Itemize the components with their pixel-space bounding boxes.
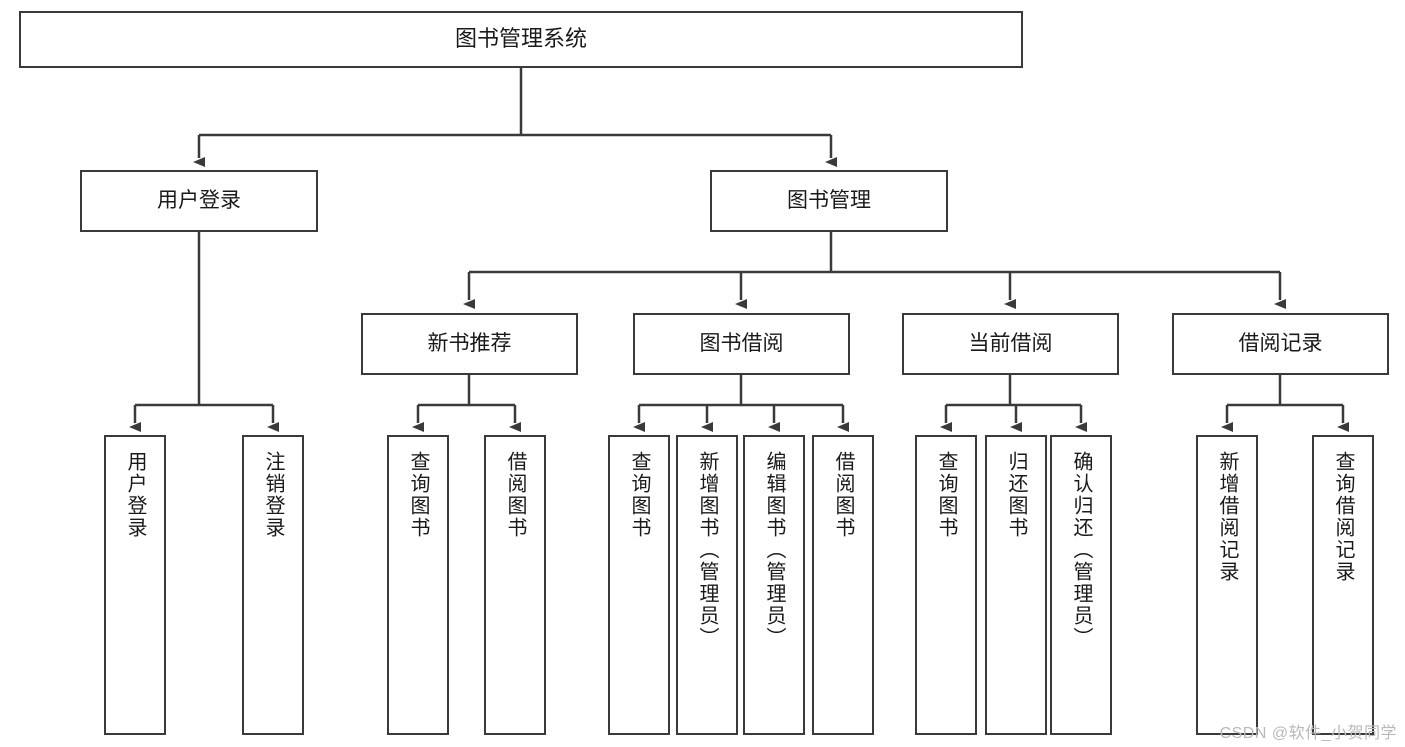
- leaf-cb-return-book-label: 归还图书: [1005, 451, 1027, 539]
- leaf-cb-confirm-return[interactable]: 确认归还（管理员）: [1050, 435, 1112, 735]
- node-book-management[interactable]: 图书管理: [710, 170, 948, 232]
- csdn-watermark: CSDN @软件_小贺同学: [1219, 725, 1397, 742]
- node-book-borrow[interactable]: 图书借阅: [633, 313, 850, 375]
- leaf-nb-query-book-label: 查询图书: [407, 451, 429, 539]
- leaf-bb-borrow-book[interactable]: 借阅图书: [812, 435, 874, 735]
- node-root[interactable]: 图书管理系统: [19, 11, 1023, 68]
- node-user-login[interactable]: 用户登录: [80, 170, 318, 232]
- leaf-user-login-label: 用户登录: [124, 451, 146, 539]
- node-book-borrow-label: 图书借阅: [699, 332, 784, 356]
- leaf-bb-add-book[interactable]: 新增图书（管理员）: [676, 435, 738, 735]
- leaf-nb-borrow-book-label: 借阅图书: [504, 451, 526, 539]
- leaf-logout-label: 注销登录: [262, 451, 284, 539]
- leaf-cb-query-book[interactable]: 查询图书: [915, 435, 977, 735]
- node-root-label: 图书管理系统: [454, 26, 587, 52]
- leaf-bb-query-book-label: 查询图书: [628, 451, 650, 539]
- leaf-bb-query-book[interactable]: 查询图书: [608, 435, 670, 735]
- node-current-borrow-label: 当前借阅: [968, 332, 1053, 356]
- node-borrow-record-label: 借阅记录: [1238, 332, 1323, 356]
- leaf-bb-borrow-book-label: 借阅图书: [832, 451, 854, 539]
- leaf-nb-borrow-book[interactable]: 借阅图书: [484, 435, 546, 735]
- leaf-logout[interactable]: 注销登录: [242, 435, 304, 735]
- leaf-br-add-record-label: 新增借阅记录: [1216, 451, 1238, 583]
- leaf-br-query-record[interactable]: 查询借阅记录: [1312, 435, 1374, 735]
- leaf-user-login[interactable]: 用户登录: [104, 435, 166, 735]
- leaf-br-add-record[interactable]: 新增借阅记录: [1196, 435, 1258, 735]
- leaf-bb-add-book-label: 新增图书（管理员）: [696, 451, 718, 649]
- node-user-login-label: 用户登录: [157, 189, 241, 213]
- node-new-book-recommend[interactable]: 新书推荐: [361, 313, 578, 375]
- leaf-cb-confirm-return-label: 确认归还（管理员）: [1070, 451, 1092, 649]
- leaf-br-query-record-label: 查询借阅记录: [1332, 451, 1354, 583]
- leaf-cb-return-book[interactable]: 归还图书: [985, 435, 1047, 735]
- leaf-cb-query-book-label: 查询图书: [935, 451, 957, 539]
- node-book-management-label: 图书管理: [787, 189, 871, 213]
- leaf-nb-query-book[interactable]: 查询图书: [387, 435, 449, 735]
- leaf-bb-edit-book-label: 编辑图书（管理员）: [763, 451, 785, 649]
- leaf-bb-edit-book[interactable]: 编辑图书（管理员）: [743, 435, 805, 735]
- node-borrow-record[interactable]: 借阅记录: [1172, 313, 1389, 375]
- node-new-book-recommend-label: 新书推荐: [427, 332, 512, 356]
- node-current-borrow[interactable]: 当前借阅: [902, 313, 1119, 375]
